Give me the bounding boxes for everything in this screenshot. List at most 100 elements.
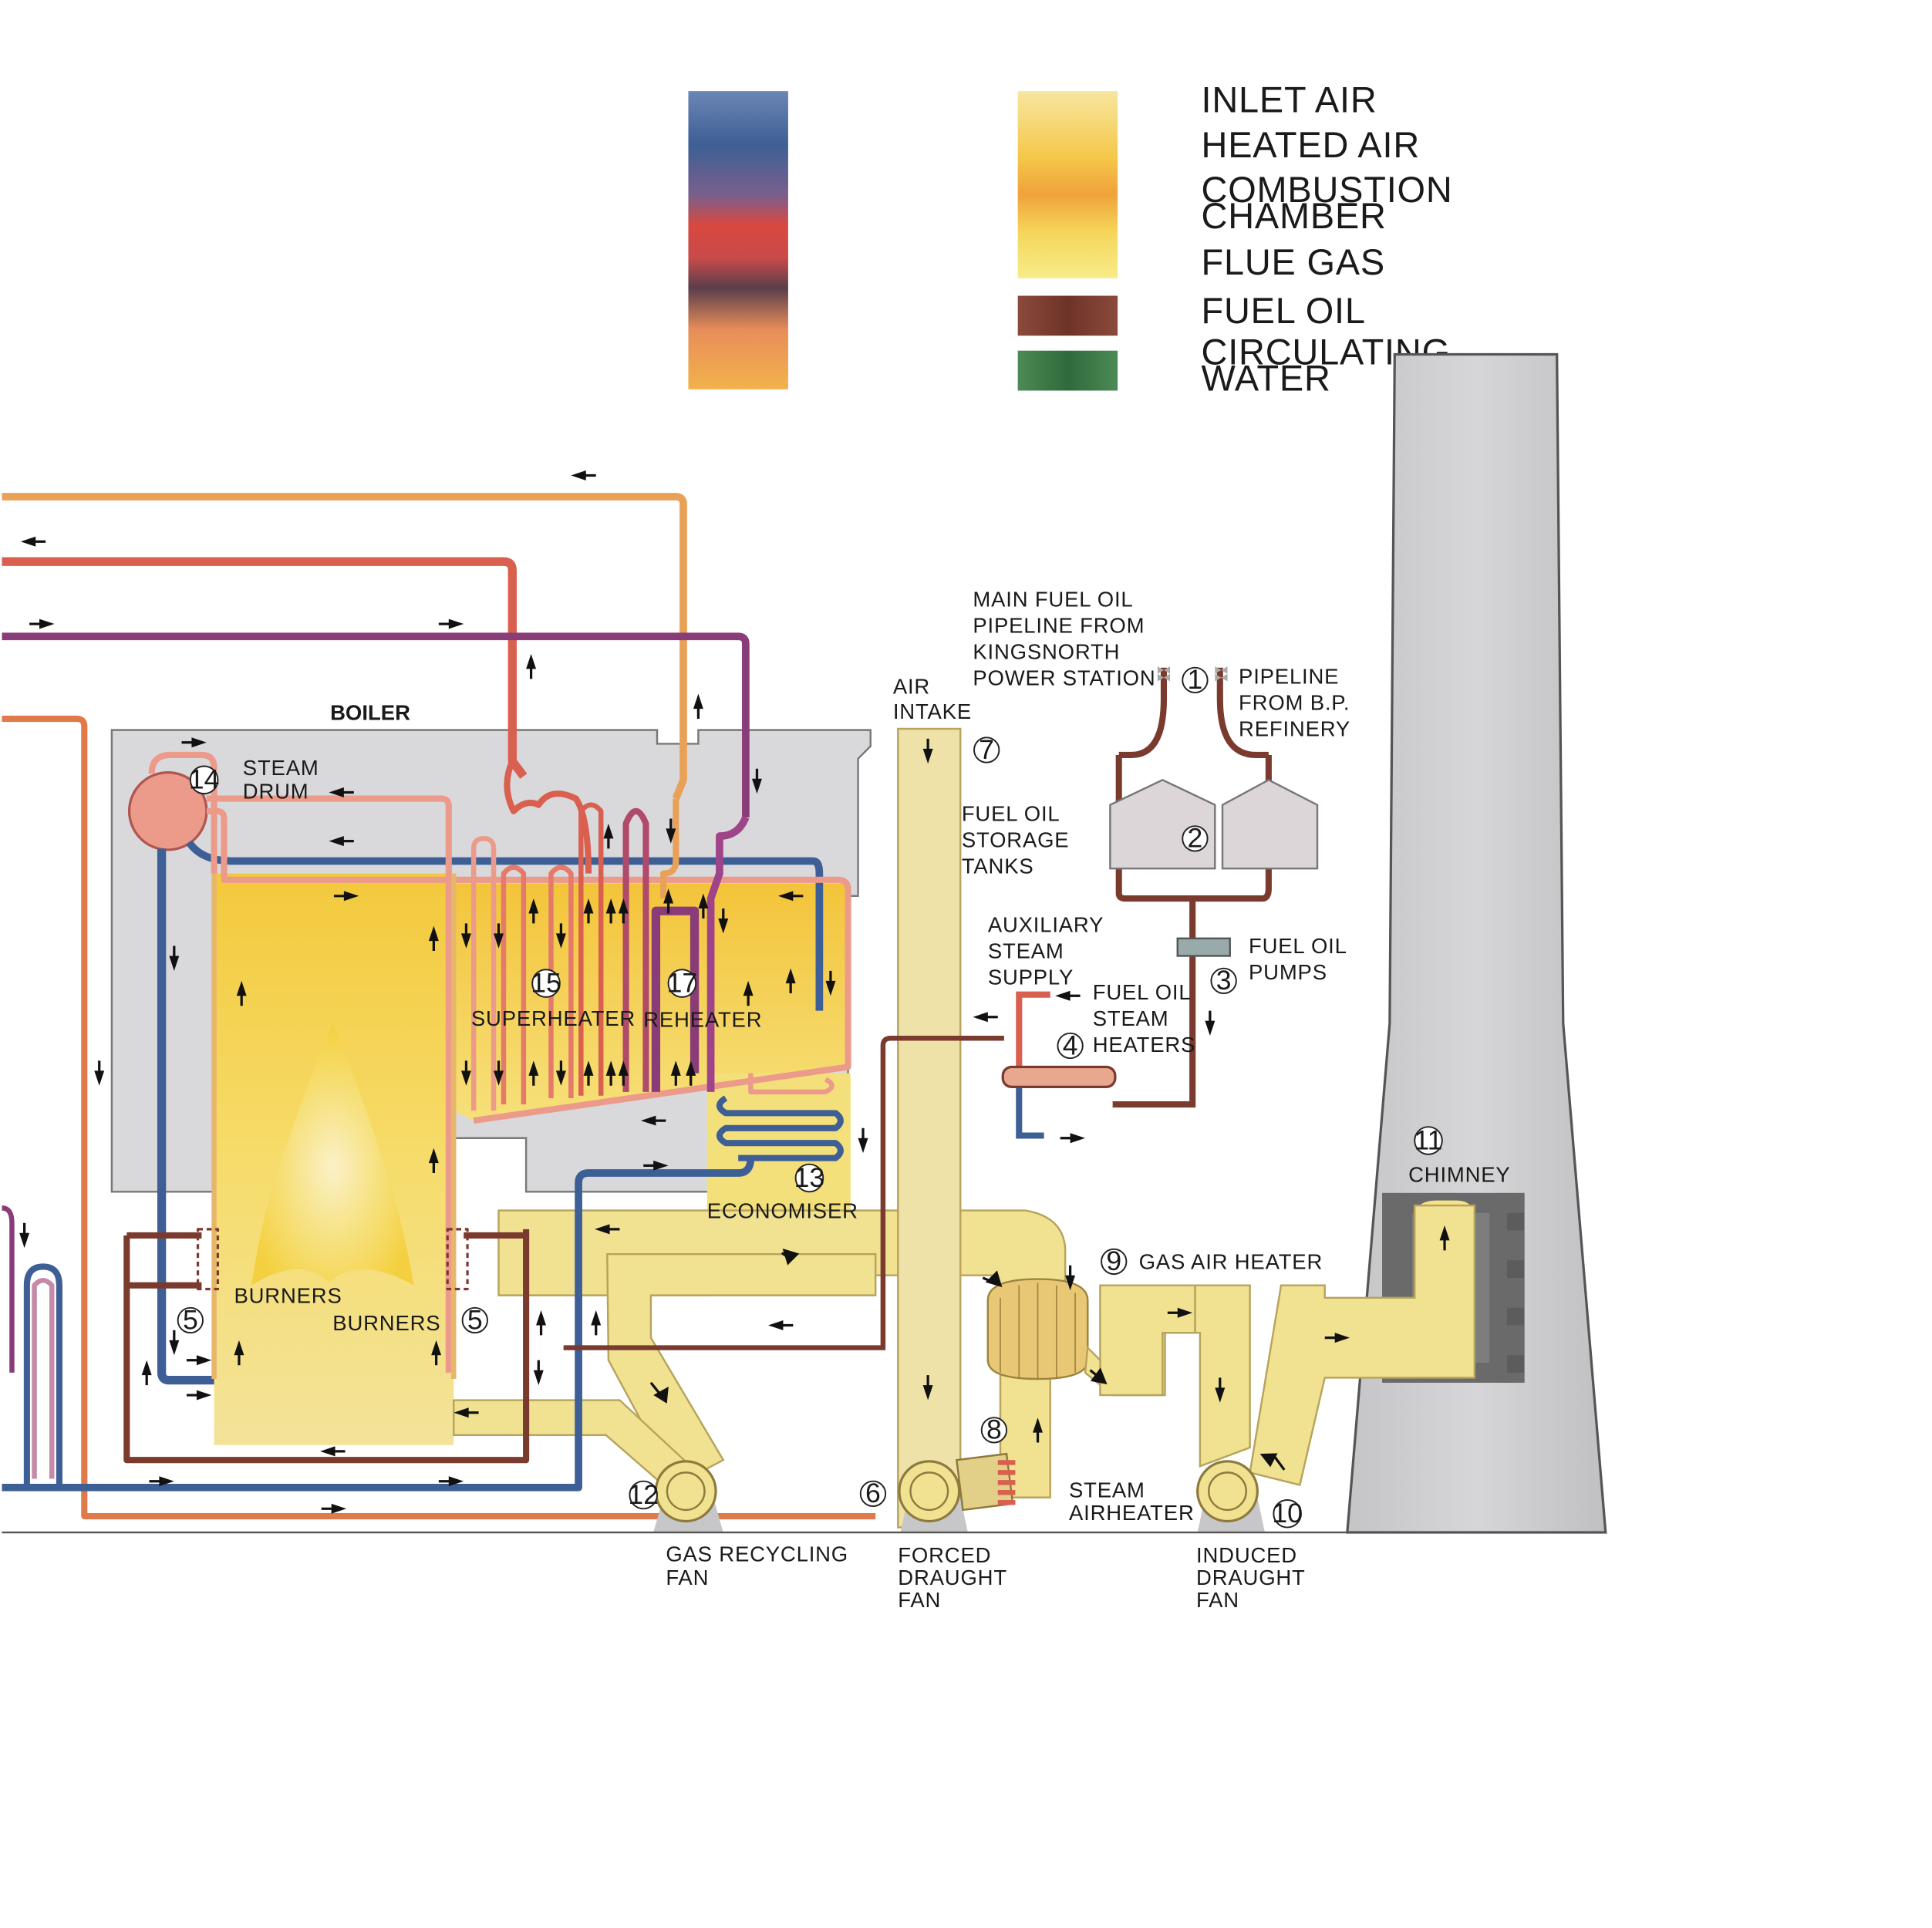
gas-air-heater [986,1278,1089,1380]
marker-14: 14 [189,764,220,795]
svg-text:15: 15 [531,967,561,998]
legend-label-fuel-oil: FUEL OIL [1202,291,1366,331]
water-steam-circuits [2,751,851,1492]
marker-12: 12 [628,1479,659,1510]
marker-15: 15 [531,967,561,998]
marker-9: 9 [1101,1245,1128,1276]
main-steam-pipe [2,557,528,779]
marker-8: 8 [980,1414,1008,1445]
economiser-label: ECONOMISER [707,1198,858,1222]
legend-label-combustion: COMBUSTION [1202,170,1453,210]
forced-draught-fan-label-1: FORCED [898,1543,991,1567]
gas-recycling-fan-label-2: FAN [666,1566,709,1589]
marker-5-right: 5 [461,1304,488,1335]
storage-tanks-label-3: TANKS [962,854,1034,878]
gas-recycling-fan-label-1: GAS RECYCLING [666,1542,848,1566]
aux-steam-label-1: AUXILIARY [988,913,1104,937]
marker-2: 2 [1182,823,1209,854]
svg-text:17: 17 [667,967,698,998]
main-fuel-label-2: PIPELINE FROM [973,613,1145,637]
id-to-chimney-duct [1249,1204,1476,1487]
steam-airheater-coils [997,1460,1016,1505]
bp-pipeline-label-2: FROM B.P. [1239,691,1350,715]
fuel-oil-system [563,667,1272,1350]
marker-5-left: 5 [177,1304,204,1335]
steam-airheater-label-1: STEAM [1069,1478,1145,1502]
main-fuel-label-1: MAIN FUEL OIL [973,587,1133,611]
number-markers: 1 2 3 4 5 5 6 7 8 9 10 11 12 13 14 15 17 [177,664,1443,1529]
marker-4: 4 [1057,1030,1084,1060]
legend-label-chamber: CHAMBER [1202,196,1387,236]
air-intake-label-2: INTAKE [893,699,972,723]
steam-heaters-label-2: STEAM [1093,1006,1169,1030]
economiser-coils [716,1073,844,1161]
air-intake-label-1: AIR [893,675,930,699]
legend: INLET AIR HEATED AIR COMBUSTION CHAMBER … [688,80,1453,398]
bp-pipeline-label-3: REFINERY [1239,717,1350,741]
legend-swatch-circulating-water [1017,350,1118,391]
svg-text:3: 3 [1216,965,1232,996]
svg-text:4: 4 [1063,1030,1078,1060]
aux-steam-label-2: STEAM [988,939,1064,963]
flame [251,1023,414,1286]
svg-text:13: 13 [794,1162,825,1193]
main-fuel-label-4: POWER STATION [973,666,1155,689]
fuel-oil-pump [1176,937,1231,957]
downcomer [157,848,214,1385]
fuel-pumps-label-1: FUEL OIL [1249,934,1347,958]
induced-draught-fan-label-2: DRAUGHT [1196,1566,1306,1589]
marker-17: 17 [667,967,698,998]
svg-text:9: 9 [1106,1245,1121,1276]
marker-7: 7 [973,734,1000,765]
svg-text:14: 14 [189,764,220,795]
steam-drum-label-1: STEAM [243,756,319,780]
bp-pipeline-label-1: PIPELINE [1239,665,1339,689]
recycle-duct [606,1253,877,1487]
gas-air-heater-label: GAS AIR HEATER [1139,1250,1323,1274]
fuel-oil-main-to-boiler [563,1036,1004,1350]
forced-draught-fan-label-3: FAN [898,1588,941,1612]
burners-left-label: BURNERS [234,1283,342,1307]
storage-tanks-label-2: STORAGE [962,828,1070,852]
svg-text:7: 7 [979,734,994,765]
legend-label-flue-gas: FLUE GAS [1202,242,1385,282]
steam-heater-body [1001,1065,1117,1089]
steam-drum-label-2: DRUM [243,780,309,804]
chimney-label: CHIMNEY [1408,1162,1510,1186]
steam-mains [2,493,876,1520]
storage-tank-right [1221,778,1319,870]
svg-text:1: 1 [1188,664,1203,695]
legend-swatch-fuel-oil [1017,295,1118,336]
marker-13: 13 [794,1162,825,1193]
marker-10: 10 [1272,1498,1303,1529]
svg-text:12: 12 [628,1479,659,1510]
marker-3: 3 [1210,965,1237,996]
fans [2,1452,1607,1534]
storage-tanks-label-1: FUEL OIL [962,802,1060,826]
feed-return-pipe [2,715,876,1520]
svg-text:8: 8 [986,1414,1002,1445]
svg-text:11: 11 [1414,1124,1443,1155]
aux-steam-label-3: SUPPLY [988,966,1074,989]
induced-draught-fan-label-3: FAN [1196,1588,1239,1612]
marker-1: 1 [1182,664,1209,695]
gah-rise-duct [1099,1284,1196,1397]
reheater-label: REHEATER [643,1008,762,1032]
air-intake-duct [897,727,962,1529]
steam-heaters-label-3: HEATERS [1093,1033,1196,1057]
labels: BOILER STEAM DRUM SUPERHEATER REHEATER E… [234,587,1510,1612]
marker-6: 6 [859,1478,887,1508]
legend-label-heated-air: HEATED AIR [1202,125,1421,165]
marker-11: 11 [1414,1124,1443,1155]
cold-reheat-pipe [2,632,750,817]
svg-text:5: 5 [183,1304,198,1335]
legend-label-water: WATER [1202,358,1331,398]
svg-text:5: 5 [467,1304,483,1335]
induced-draught-fan-label-1: INDUCED [1196,1543,1297,1567]
induced-draught-fan [1196,1460,1266,1533]
forced-draught-fan-label-2: DRAUGHT [898,1566,1007,1589]
fuel-pumps-label-2: PUMPS [1249,960,1327,984]
flow-arrows [19,470,1450,1514]
svg-text:2: 2 [1188,823,1203,854]
hot-reheat-main [2,493,687,801]
